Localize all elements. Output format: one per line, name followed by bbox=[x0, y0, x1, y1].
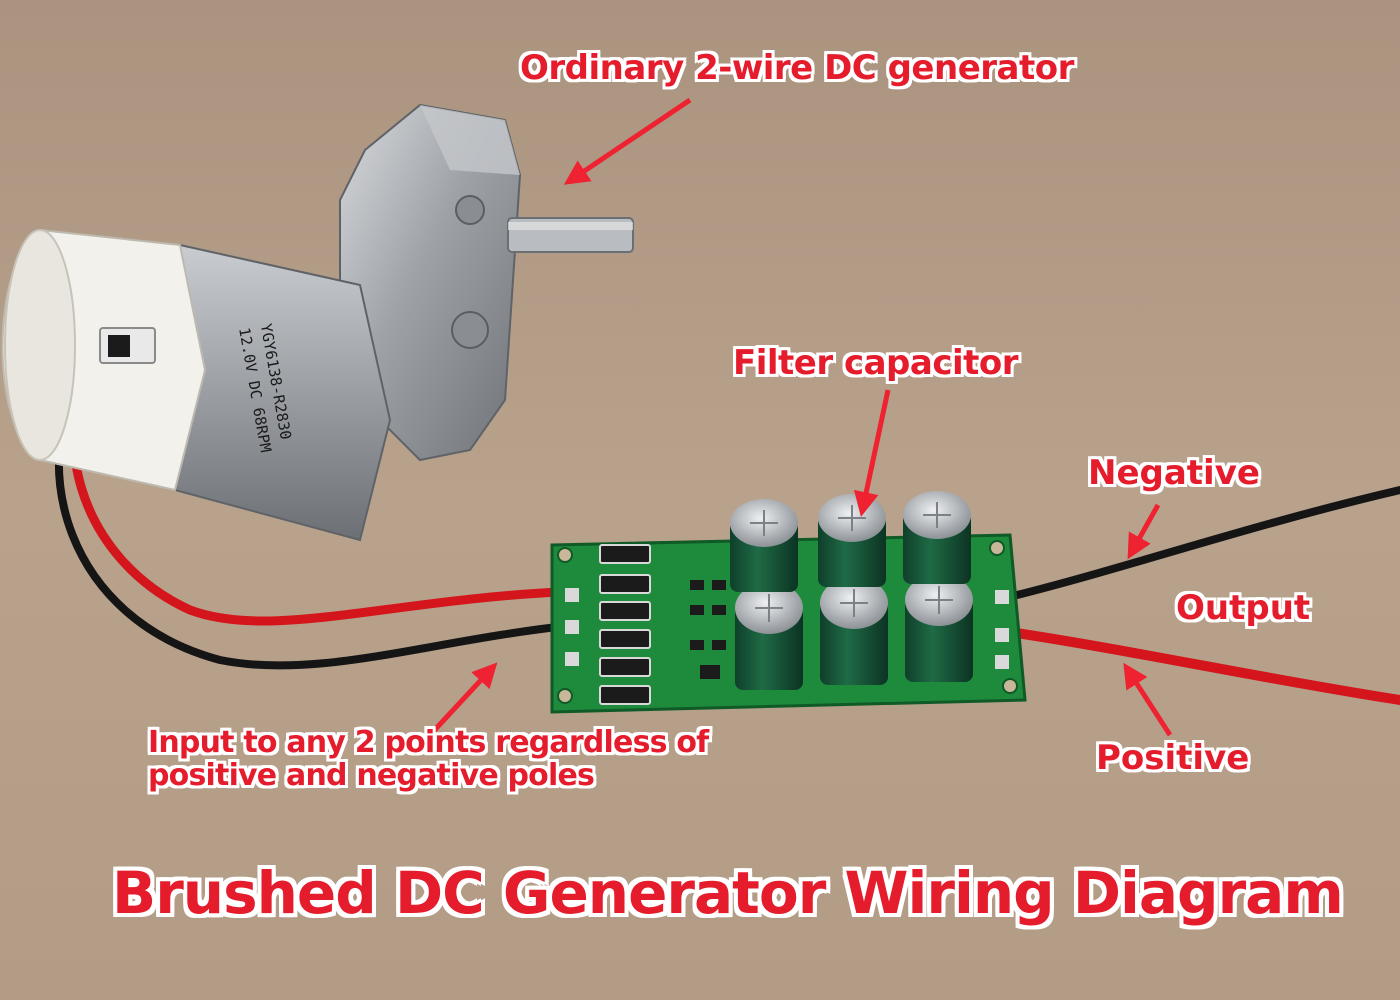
label-input: Input to any 2 points regardless of posi… bbox=[148, 725, 709, 793]
red-output-wire bbox=[1005, 627, 1400, 705]
dc-generator: YGY6138-R2830 12.0V DC 68RPM bbox=[1, 103, 634, 542]
annotation-arrows bbox=[428, 97, 1173, 737]
black-output-wire bbox=[1001, 486, 1400, 602]
label-input-line1: Input to any 2 points regardless of bbox=[148, 725, 709, 760]
arrow-to-negative bbox=[1127, 503, 1161, 560]
arrow-to-positive bbox=[1123, 662, 1173, 737]
arrow-to-capacitor bbox=[853, 389, 891, 517]
bridge-diodes bbox=[599, 544, 651, 705]
filter-capacitors bbox=[730, 491, 973, 690]
label-output: Output bbox=[1176, 588, 1311, 628]
label-negative: Negative bbox=[1088, 453, 1260, 493]
label-input-line2: positive and negative poles bbox=[148, 758, 595, 793]
label-generator: Ordinary 2-wire DC generator bbox=[520, 48, 1074, 88]
arrow-to-input bbox=[428, 662, 498, 737]
arrow-to-generator bbox=[563, 97, 692, 185]
rectifier-filter-board bbox=[550, 491, 1027, 714]
diagram-title: Brushed DC Generator Wiring Diagram bbox=[112, 859, 1344, 927]
label-filter-capacitor: Filter capacitor bbox=[733, 343, 1019, 383]
label-positive: Positive bbox=[1096, 738, 1250, 778]
